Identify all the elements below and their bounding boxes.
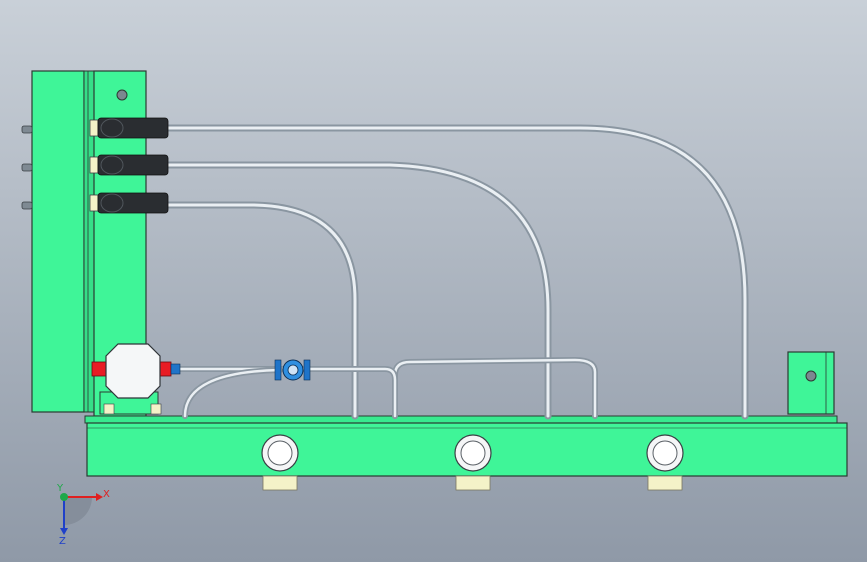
base-rail-top-lip (84, 415, 838, 424)
pressure-valve-icon[interactable] (91, 343, 181, 415)
tube-middle[interactable] (164, 161, 552, 420)
y-axis-label: Y (56, 483, 64, 494)
tube-top[interactable] (164, 124, 749, 420)
valve-body (105, 343, 161, 399)
base-fitting-2 (454, 434, 492, 491)
base-fitting-3 (646, 434, 684, 491)
axis-triad: X Y Z (56, 483, 110, 547)
port-fittings[interactable] (89, 117, 169, 214)
port-fitting-icon (89, 192, 169, 214)
base-fitting-1 (261, 434, 299, 491)
port-fitting-icon (89, 154, 169, 176)
mounting-hole-icon (805, 370, 817, 382)
tube-valve-line[interactable] (177, 366, 398, 419)
y-axis-dot (60, 493, 68, 501)
tube-return-loop[interactable] (392, 357, 598, 419)
z-axis-label: Z (59, 536, 66, 547)
tube-lower[interactable] (164, 201, 359, 420)
x-axis-label: X (103, 489, 110, 500)
tubes (164, 124, 749, 420)
triad-shadow (64, 497, 92, 525)
coupling-icon[interactable] (274, 359, 311, 381)
port-fitting-icon (89, 117, 169, 139)
mounting-hole-icon (116, 89, 128, 101)
valve-red-left (91, 361, 107, 377)
base-fittings[interactable] (261, 434, 684, 491)
right-bracket[interactable] (787, 351, 835, 415)
side-studs (21, 125, 33, 210)
plate-outer (31, 70, 85, 413)
tube-base-bend[interactable] (182, 367, 283, 419)
